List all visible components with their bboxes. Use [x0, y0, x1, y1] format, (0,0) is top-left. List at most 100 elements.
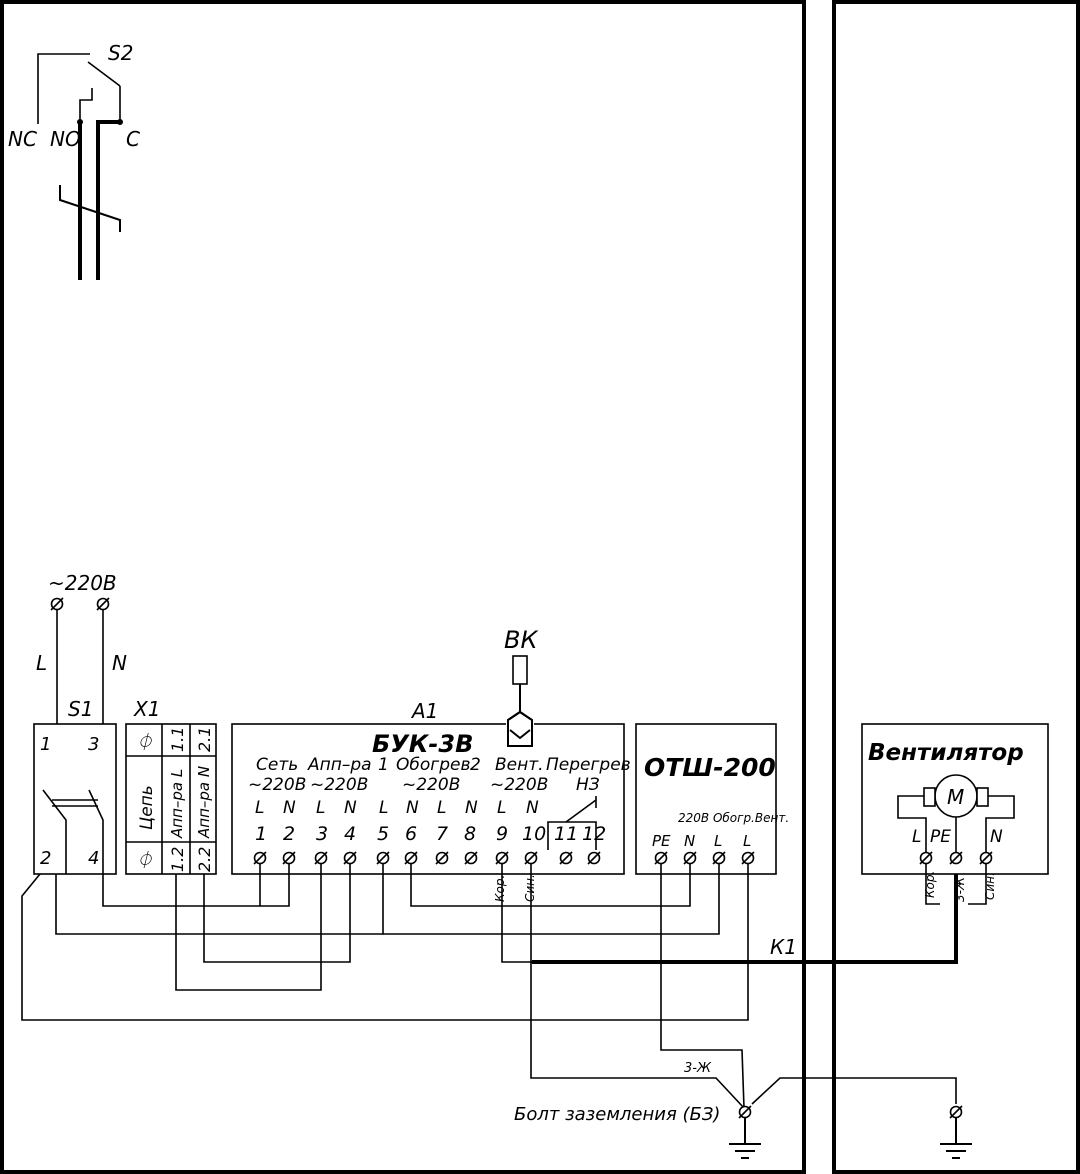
a1-term-5-icon — [376, 851, 390, 865]
a1-group-heat-1: 1 — [378, 755, 389, 775]
ground-bolt-terminal-icon — [738, 1105, 752, 1119]
x1-bottom-left-symbol: ⏀ — [136, 851, 153, 871]
wire-kor-label-a1: Кор. — [493, 875, 507, 902]
a1-group-app-voltage: ~220В — [310, 775, 368, 795]
a1-term-11-icon — [559, 851, 573, 865]
fan-block: Вентилятор M L PE N — [861, 723, 1049, 875]
a1-terminal-12: 12 — [582, 823, 606, 845]
a1-term-7-icon — [435, 851, 449, 865]
a1-phase-3: L — [316, 798, 325, 818]
x1-top-left-symbol: ⏀ — [136, 733, 153, 753]
switch-s2: S2 NC NO C — [8, 41, 140, 280]
otsh-term-pe-icon — [654, 851, 668, 865]
wire-sin-label-fan: Син. — [983, 872, 997, 900]
s2-label: S2 — [108, 41, 133, 65]
sensor-bk: ВК — [504, 626, 538, 747]
a1-phase-2: N — [283, 798, 296, 818]
fan-terminal-pe: PE — [930, 827, 951, 847]
wire-3zh-label-fan: 3-Ж — [953, 876, 967, 902]
a1-term-4-icon — [343, 851, 357, 865]
s1-label: S1 — [68, 697, 93, 721]
fan-motor-label: M — [947, 785, 964, 809]
a1-term-12-icon — [587, 851, 601, 865]
sensor-bk-label: ВК — [504, 626, 538, 654]
x1-app-l-label: Апп–ра L — [168, 769, 186, 839]
otsh-header: 220В Обогр.Вент. — [678, 811, 789, 825]
a1-ref-label: A1 — [410, 699, 438, 723]
cabinet-right-frame — [832, 0, 1080, 1174]
otsh-terminal-l2: L — [743, 832, 751, 850]
a1-group-overheat: Перегрев — [546, 755, 631, 775]
otsh-terminal-l1: L — [714, 832, 722, 850]
a1-title: БУК-3В — [372, 730, 473, 758]
a1-group-app: Апп–ра — [307, 755, 372, 775]
breaker-s1: S1 1 3 2 4 — [33, 697, 117, 875]
x1-app-n-label: Апп–ра N — [195, 766, 213, 839]
a1-term-1-icon — [253, 851, 267, 865]
wire-3zh-label: 3-Ж — [684, 1061, 712, 1076]
ground-bolt-label: Болт заземления (БЗ) — [514, 1104, 720, 1125]
x1-2-2-label: 2.2 — [195, 847, 214, 872]
thermostat-otsh: ОТШ-200 220В Обогр.Вент. PE N L L — [635, 723, 789, 875]
a1-term-2-icon — [282, 851, 296, 865]
s1-t4-label: 4 — [88, 848, 99, 869]
a1-term-6-icon — [404, 851, 418, 865]
otsh-title: ОТШ-200 — [644, 753, 776, 782]
a1-group-overheat-nc: НЗ — [576, 775, 600, 795]
supply-l-terminal-icon — [50, 597, 64, 611]
fan-term-l-icon — [919, 851, 933, 865]
fan-term-n-icon — [979, 851, 993, 865]
a1-phase-6: N — [406, 798, 419, 818]
ground-section: Болт заземления (БЗ) — [514, 1104, 973, 1159]
ground-icon-right — [939, 1117, 973, 1159]
a1-terminal-2: 2 — [283, 823, 295, 845]
cable-k1-label: К1 — [770, 935, 797, 959]
otsh-box — [635, 723, 777, 875]
cabinet-left-frame — [0, 0, 806, 1174]
wire-sin-label-a1: Син. — [523, 874, 537, 902]
a1-phase-7: L — [437, 798, 446, 818]
s2-no-label: NO — [50, 127, 81, 151]
a1-phase-8: N — [465, 798, 478, 818]
a1-group-heat-2: 2 — [470, 755, 481, 775]
a1-group-heat: Обогрев — [396, 755, 470, 775]
a1-group-net-voltage: ~220В — [248, 775, 306, 795]
a1-terminal-7: 7 — [436, 823, 448, 845]
a1-term-10-icon — [524, 851, 538, 865]
wiring: Кор. Син. 3-Ж К1 Кор. 3-Ж Син. — [21, 864, 997, 1109]
a1-terminal-4: 4 — [344, 823, 356, 845]
otsh-term-l2-icon — [741, 851, 755, 865]
fan-terminal-l: L — [912, 827, 921, 847]
a1-terminal-6: 6 — [405, 823, 417, 845]
s1-t1-label: 1 — [40, 734, 51, 755]
x1-1-1-label: 1.1 — [168, 727, 187, 752]
a1-group-fan: Вент. — [495, 755, 544, 775]
supply-input: ~220В L N — [36, 571, 127, 790]
otsh-term-n-icon — [683, 851, 697, 865]
sensor-body — [512, 655, 528, 685]
terminal-block-x1: X1 ⏀ ⏀ Цепь 1.1 Апп–ра L 1.2 2.1 Апп–ра … — [125, 697, 217, 875]
a1-term-9-icon — [495, 851, 509, 865]
supply-l-label: L — [36, 651, 47, 675]
fan-term-pe-icon — [949, 851, 963, 865]
a1-group-heat-voltage: ~220В — [402, 775, 460, 795]
a1-terminal-5: 5 — [377, 823, 389, 845]
a1-term-3-icon — [314, 851, 328, 865]
x1-2-1-label: 2.1 — [195, 727, 214, 752]
controller-a1: A1 БУК-3В Сеть ~220В Апп–ра ~220В 1 Обог… — [231, 699, 631, 875]
s2-nc-label: NC — [8, 127, 37, 151]
s1-t2-label: 2 — [40, 848, 51, 869]
fan-terminal-n: N — [990, 827, 1003, 847]
a1-terminal-3: 3 — [316, 823, 328, 845]
a1-terminal-1: 1 — [255, 823, 267, 845]
x1-label: X1 — [133, 697, 160, 721]
otsh-term-l1-icon — [712, 851, 726, 865]
a1-phase-9: L — [497, 798, 506, 818]
a1-terminal-11: 11 — [554, 823, 578, 845]
a1-phase-10: N — [526, 798, 539, 818]
supply-voltage-label: ~220В — [48, 571, 117, 595]
s2-c-label: C — [126, 127, 140, 151]
a1-phase-1: L — [255, 798, 264, 818]
fan-title: Вентилятор — [868, 740, 1024, 766]
